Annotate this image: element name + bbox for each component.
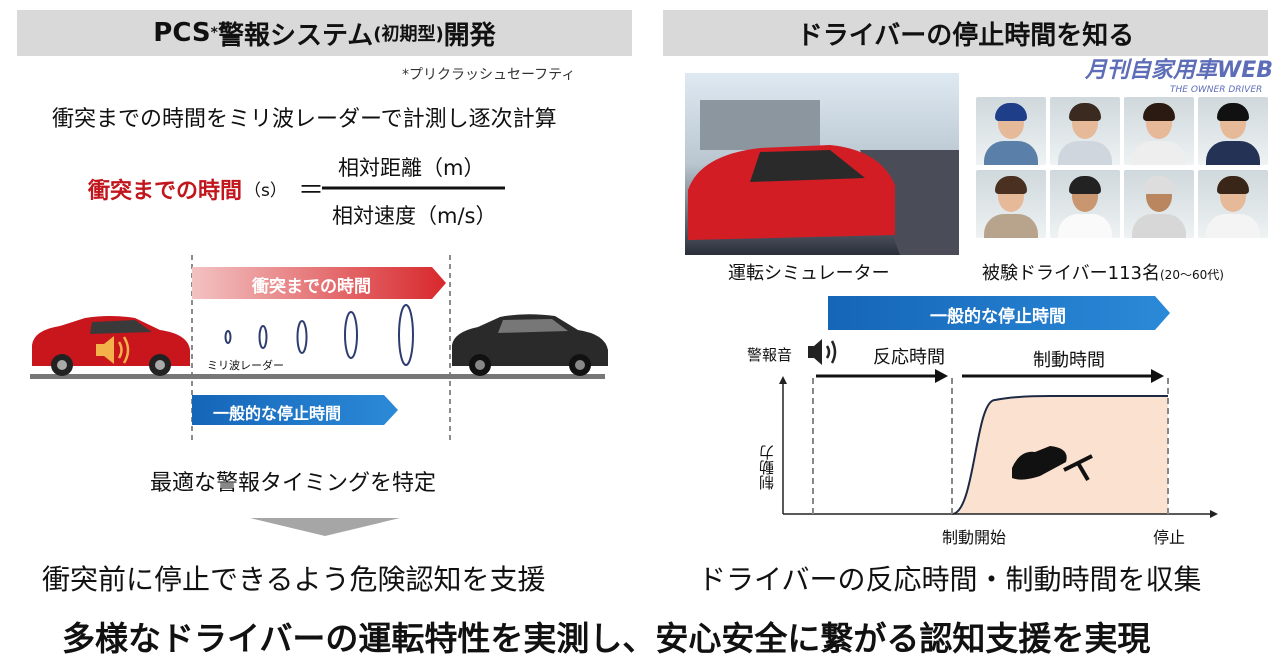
footnote: *プリクラッシュセーフティ [402,67,576,83]
title-asterisk: * [210,25,218,41]
collision-time-arrow [192,267,446,299]
left-conclusion: 衝突前に停止できるよう危険認知を支援 [42,563,546,596]
formula-denominator: 相対速度（m/s） [332,204,497,228]
reaction-time-label: 反応時間 [873,347,945,368]
formula-numerator: 相対距離（m） [338,156,485,180]
driver-photo [1050,97,1120,165]
measure-text: 衝突までの時間をミリ波レーダーで計測し逐次計算 [52,107,557,132]
title-end: 開発 [443,20,496,51]
driver-photo [1198,170,1268,238]
braking-time-label: 制動時間 [1033,350,1105,371]
down-arrow-triangle [250,518,400,536]
formula-lhs: 衝突までの時間 [88,179,243,204]
footer-summary: 多様なドライバーの運転特性を実測し、安心安全に繋がる認知支援を実現 [62,619,1151,658]
black-car-icon [452,314,608,376]
collision-time-label: 衝突までの時間 [252,277,371,297]
road [30,374,605,379]
radar-wave-icons [224,304,414,366]
braking-force-curve [951,395,1168,515]
drivers-label: 被験ドライバー113名(20〜60代) [982,259,1224,285]
title-text: 警報システム [217,20,374,51]
speaker-icon [808,339,837,365]
right-conclusion: ドライバーの反応時間・制動時間を収集 [698,563,1202,596]
y-axis-label: 制動力 [758,445,776,490]
title-paren: (初期型) [373,24,444,45]
left-section-header: PCS* 警報システム(初期型)開発 [17,10,632,56]
watermark-logo: 月刊自家用車WEB [1085,58,1274,83]
timing-text: 最適な警報タイミングを特定 [150,471,437,496]
watermark-sub: THE OWNER DRIVER [1170,85,1263,95]
braking-force-chart [779,369,1218,518]
stop-label: 停止 [1153,528,1186,547]
driver-photo [1198,97,1268,165]
simulator-label: 運転シミュレーター [728,263,890,284]
title-pcs: PCS [153,18,211,48]
right-title: ドライバーの停止時間を知る [796,20,1135,51]
driver-photo [976,170,1046,238]
stop-time-arrow-right [828,296,1170,330]
stop-time-label-left: 一般的な停止時間 [213,404,342,423]
driver-photo [1124,170,1194,238]
red-car-icon [32,316,190,376]
brake-start-label: 制動開始 [942,528,1007,547]
driving-simulator-photo [685,73,959,255]
formula-equals: ＝ [298,176,325,206]
driver-photo [976,97,1046,165]
brake-pedal-shoe-icon [1012,446,1093,482]
right-section-header: ドライバーの停止時間を知る [663,10,1268,56]
driver-photo [1124,97,1194,165]
drivers-count: 被験ドライバー113名 [982,263,1160,284]
formula-lhs-unit: （s） [244,181,287,201]
drivers-age: (20〜60代) [1160,268,1224,282]
radar-label: ミリ波レーダー [207,359,284,372]
stop-time-label-right: 一般的な停止時間 [930,307,1066,327]
stop-time-arrow-left [192,395,398,425]
driver-photo [1050,170,1120,238]
alarm-label: 警報音 [747,346,793,364]
